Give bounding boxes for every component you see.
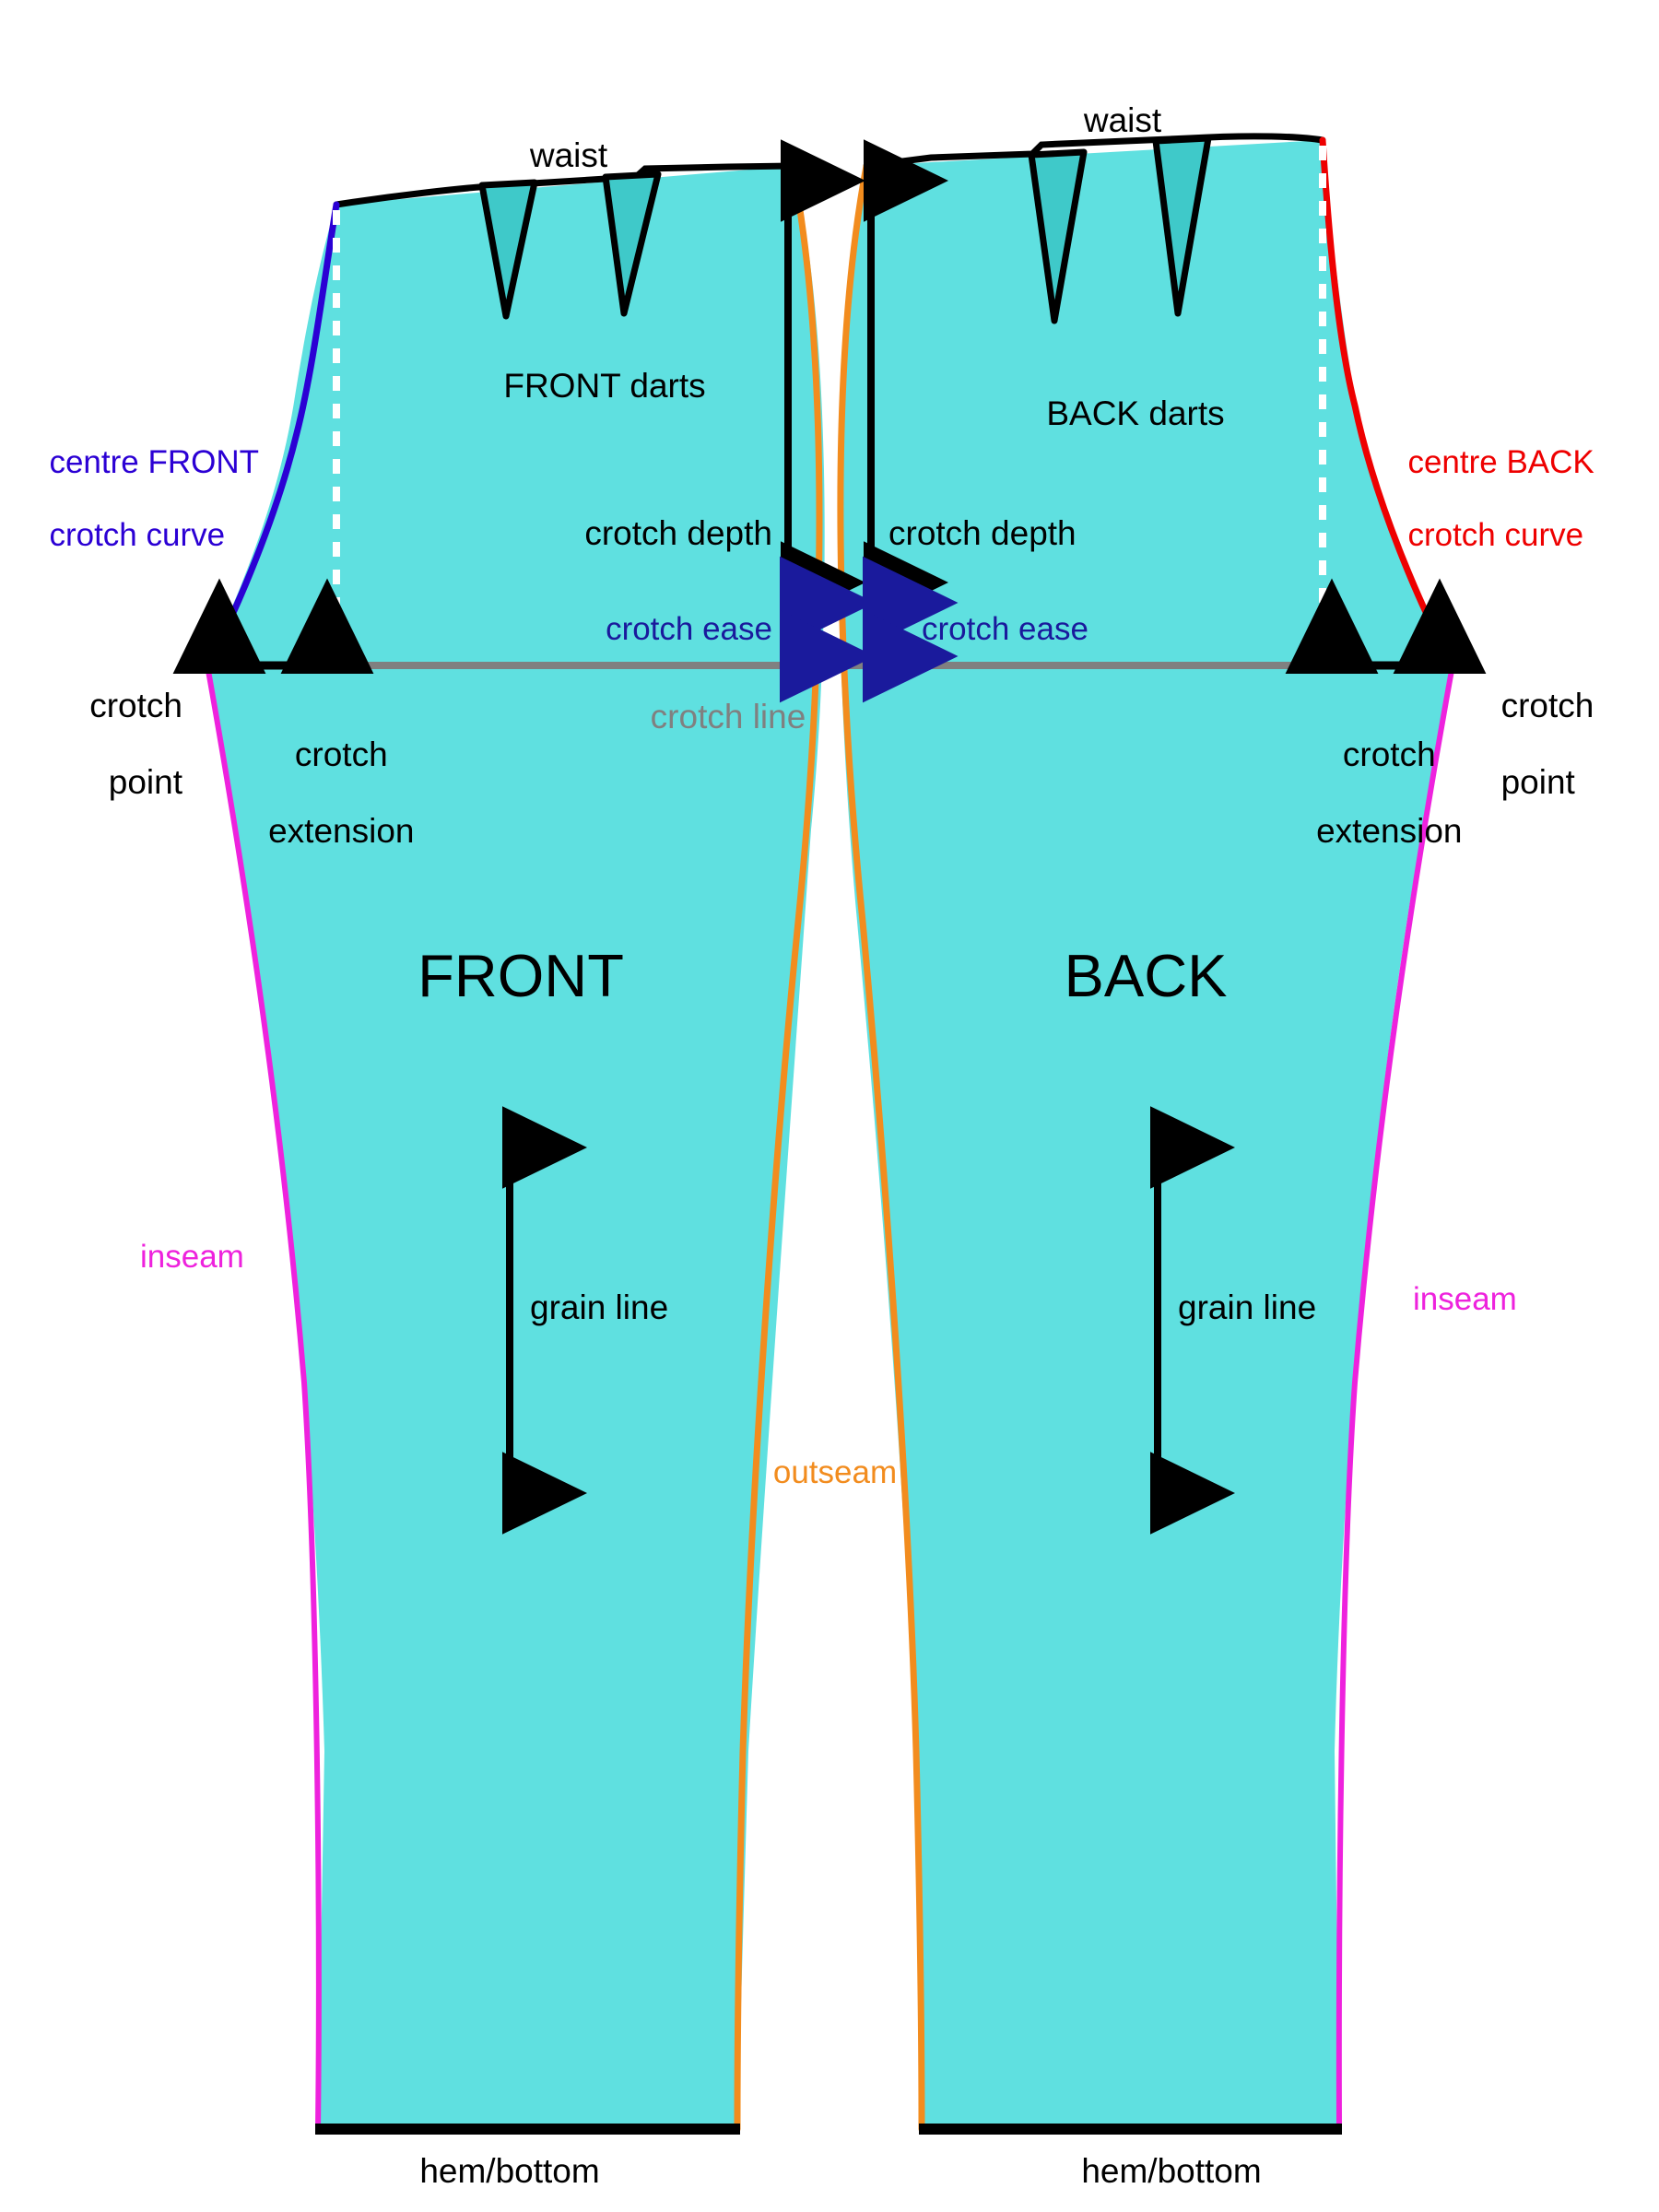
hem-back-label: hem/bottom xyxy=(1081,2152,1262,2190)
crotch-point-left-line-2: point xyxy=(108,763,182,802)
waist-label-front: waist xyxy=(529,136,608,174)
crotch-point-right-label: crotch point xyxy=(1482,649,1594,802)
back-dart-2 xyxy=(1152,135,1212,317)
crotch-point-left-label: crotch point xyxy=(71,649,182,802)
centre-back-curve-line-1: centre BACK xyxy=(1407,444,1594,481)
crotch-ease-front-label: crotch ease xyxy=(606,611,772,647)
crotch-extension-left-line-1: crotch xyxy=(294,735,388,774)
panel-label-front: FRONT xyxy=(418,942,624,1009)
back-waist-line xyxy=(863,133,1326,170)
centre-front-crotch-curve-label: centre FRONT crotch curve xyxy=(31,408,259,553)
centre-back-curve-line-2: crotch curve xyxy=(1407,516,1584,553)
grain-line-back-label: grain line xyxy=(1178,1288,1317,1326)
crotch-extension-right-line-1: crotch xyxy=(1342,735,1436,774)
front-waist-line xyxy=(333,162,796,208)
outseam-label: outseam xyxy=(772,1454,898,1490)
crotch-ease-back-label: crotch ease xyxy=(922,611,1088,647)
crotch-extension-right-line-2: extension xyxy=(1316,812,1463,851)
crotch-depth-front-label: crotch depth xyxy=(584,514,772,552)
back-panel-group xyxy=(837,133,1456,2135)
panel-label-back: BACK xyxy=(1064,942,1228,1009)
back-inseam-line xyxy=(1335,663,1455,2132)
waist-label-back: waist xyxy=(1083,101,1162,139)
centre-back-crotch-curve-label: centre BACK crotch curve xyxy=(1390,408,1594,553)
back-dart-1 xyxy=(1028,148,1088,324)
inseam-left-label: inseam xyxy=(140,1239,244,1275)
front-panel-shape xyxy=(207,166,825,2129)
inseam-right-label: inseam xyxy=(1413,1281,1517,1317)
crotch-extension-left-label: crotch extension xyxy=(250,698,415,851)
crotch-extension-left-line-2: extension xyxy=(268,812,415,851)
crotch-line-label: crotch line xyxy=(650,698,806,735)
centre-front-curve-line-2: crotch curve xyxy=(49,516,226,553)
crotch-point-left-line-1: crotch xyxy=(89,687,182,725)
crotch-depth-back-label: crotch depth xyxy=(888,514,1077,552)
front-inseam-line xyxy=(205,663,322,2132)
centre-front-curve-line-1: centre FRONT xyxy=(49,444,259,481)
back-darts-label: BACK darts xyxy=(1046,394,1225,432)
hem-front-label: hem/bottom xyxy=(419,2152,600,2190)
front-darts-label: FRONT darts xyxy=(503,367,706,405)
crotch-extension-right-label: crotch extension xyxy=(1298,698,1463,851)
front-dart-2 xyxy=(602,171,662,317)
front-dart-1 xyxy=(478,179,538,320)
crotch-point-right-line-2: point xyxy=(1500,763,1575,802)
crotch-point-right-line-1: crotch xyxy=(1500,687,1594,725)
front-panel-group xyxy=(204,162,825,2135)
grain-line-front-label: grain line xyxy=(530,1288,669,1326)
